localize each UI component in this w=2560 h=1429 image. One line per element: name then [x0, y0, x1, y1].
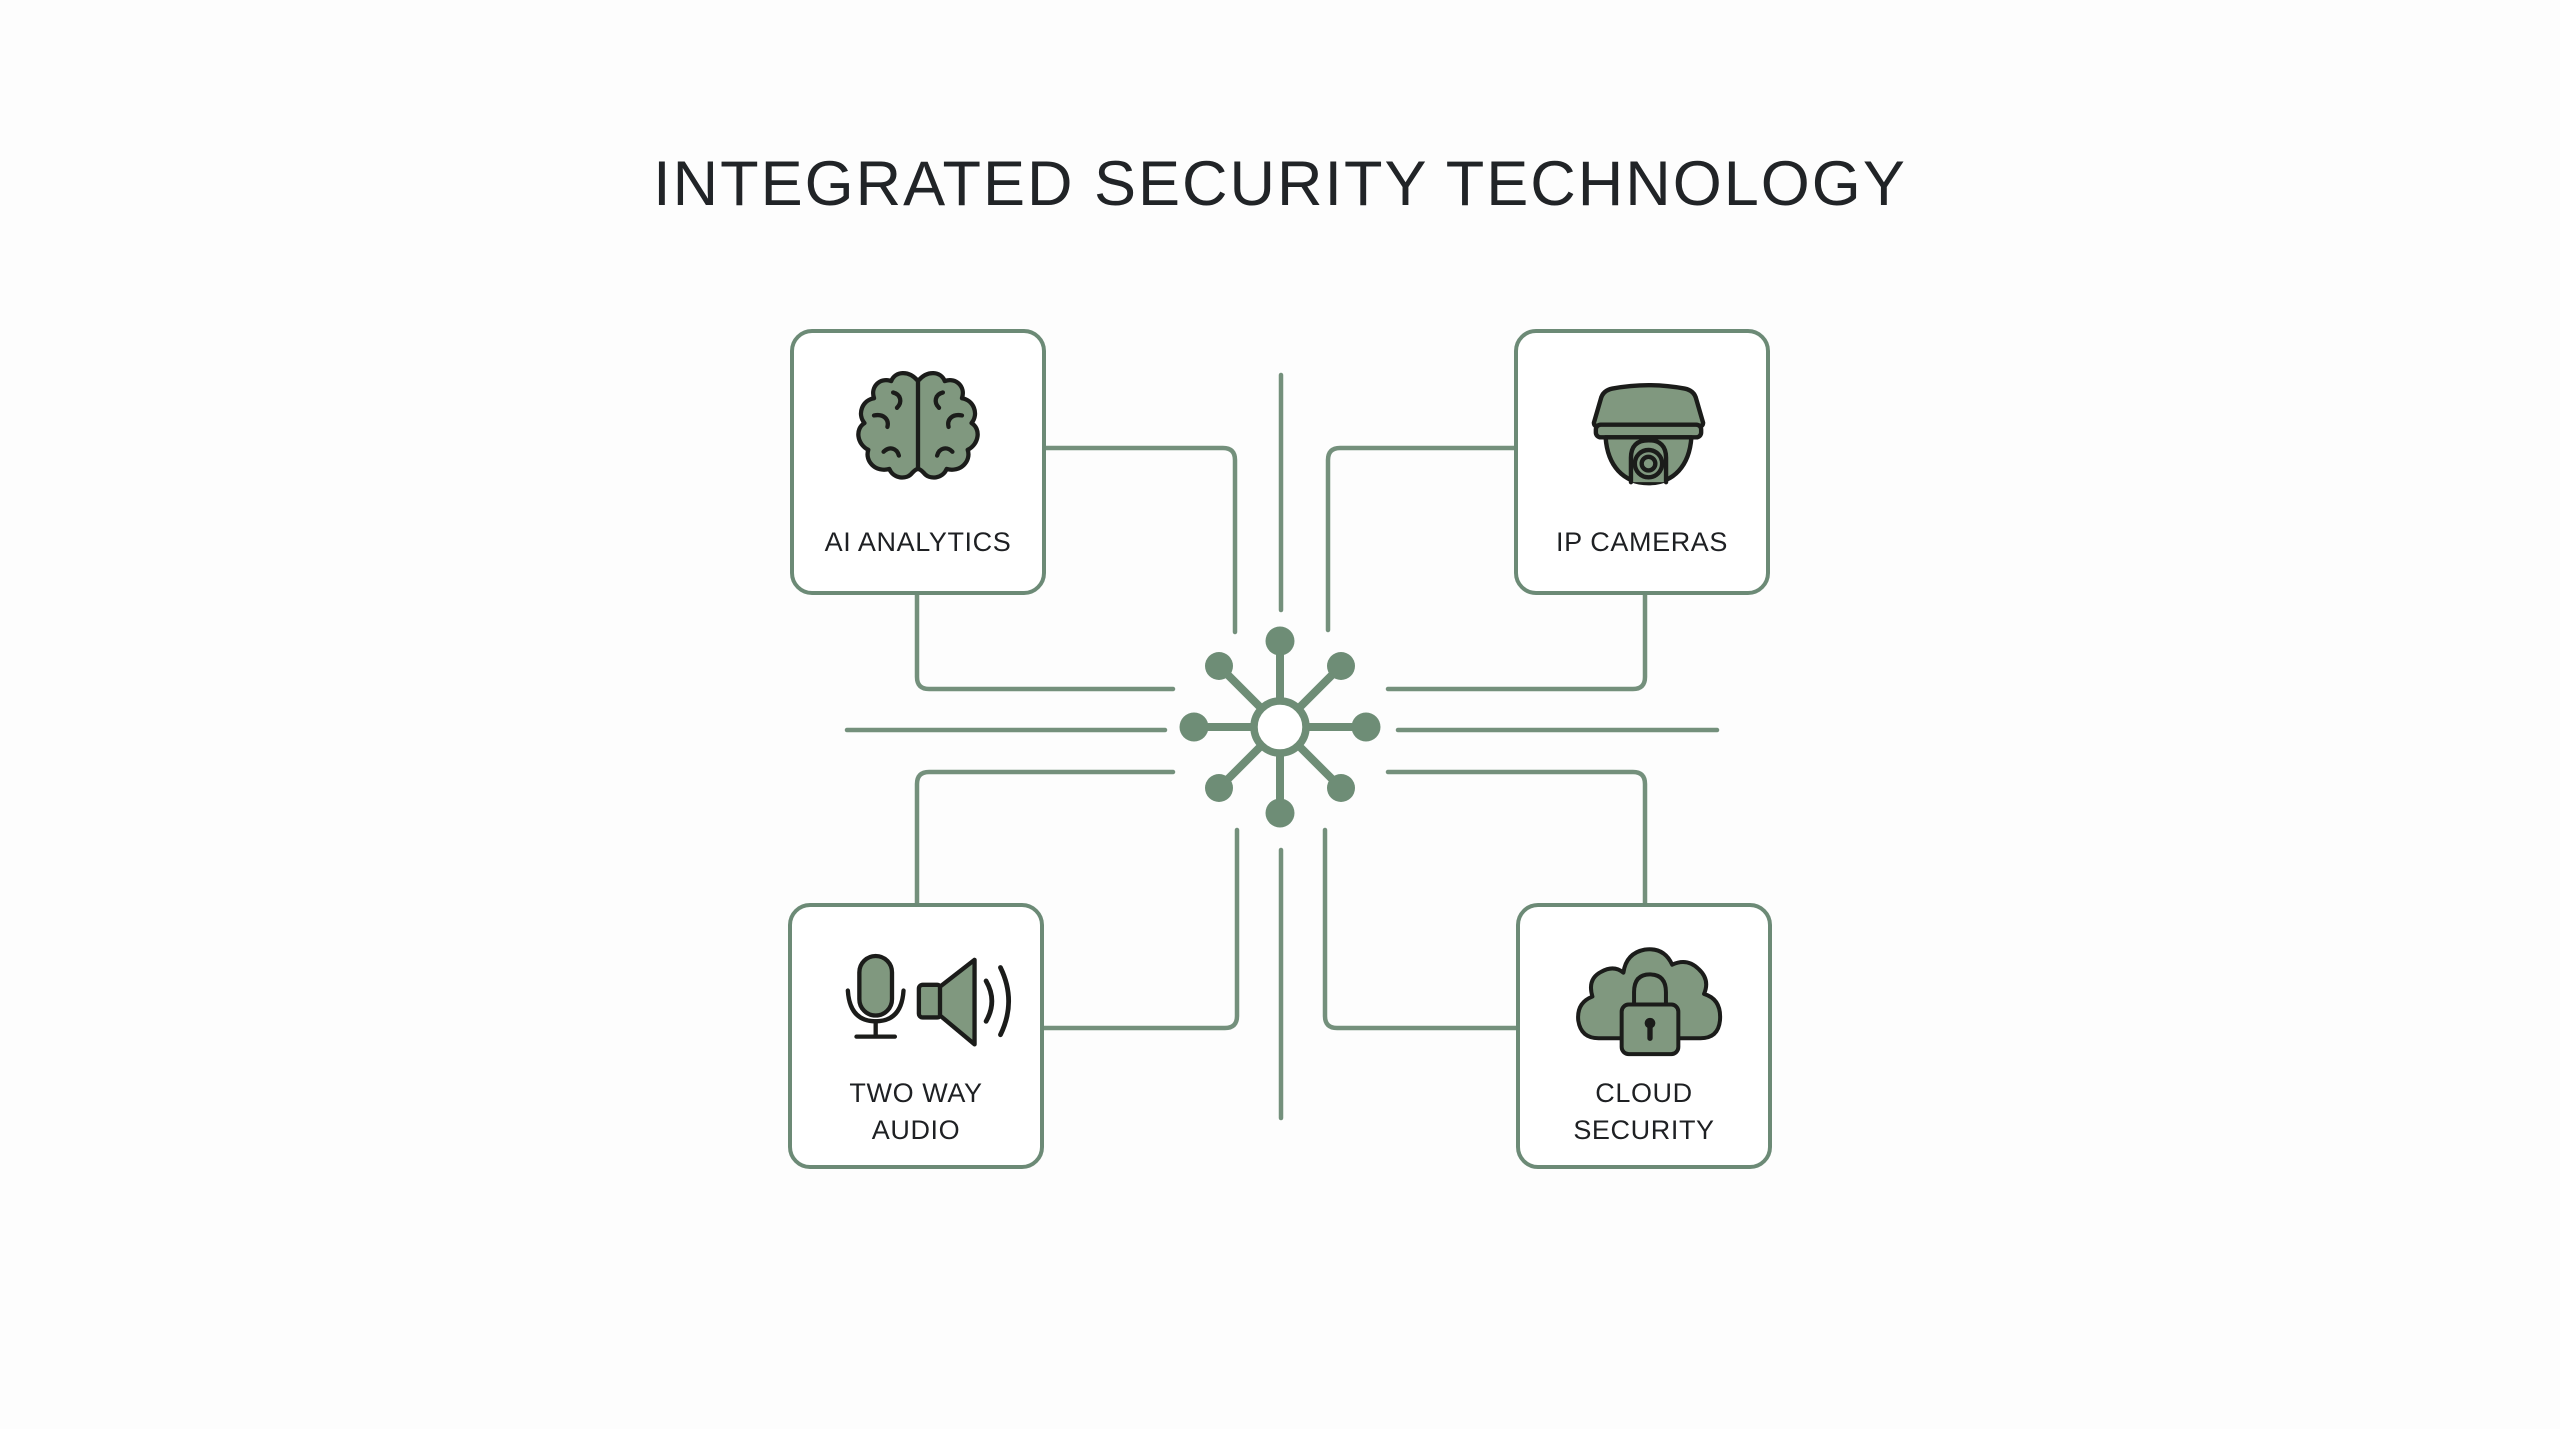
dome-camera-icon: [1591, 383, 1706, 486]
node-cloud-security: CLOUD SECURITY: [1516, 903, 1772, 1169]
brain-icon: [856, 371, 980, 480]
diagram-title: INTEGRATED SECURITY TECHNOLOGY: [653, 149, 1907, 219]
network-hub-icon: [1179, 626, 1381, 828]
node-two-way-audio: TWO WAY AUDIO: [788, 903, 1044, 1169]
node-label: TWO WAY AUDIO: [849, 1078, 983, 1145]
microphone-icon: [845, 953, 906, 1039]
speaker-icon: [916, 957, 1011, 1047]
node-label: CLOUD SECURITY: [1573, 1078, 1715, 1145]
microphone-speaker-icon: [845, 953, 1011, 1047]
cloud-lock-icon: [1576, 947, 1723, 1057]
node-label: AI ANALYTICS: [824, 527, 1012, 557]
connector-lines: [844, 372, 1720, 1121]
node-label: IP CAMERAS: [1555, 527, 1729, 557]
node-ip-cameras: IP CAMERAS: [1514, 329, 1770, 595]
node-ai-analytics: AI ANALYTICS: [790, 329, 1046, 595]
